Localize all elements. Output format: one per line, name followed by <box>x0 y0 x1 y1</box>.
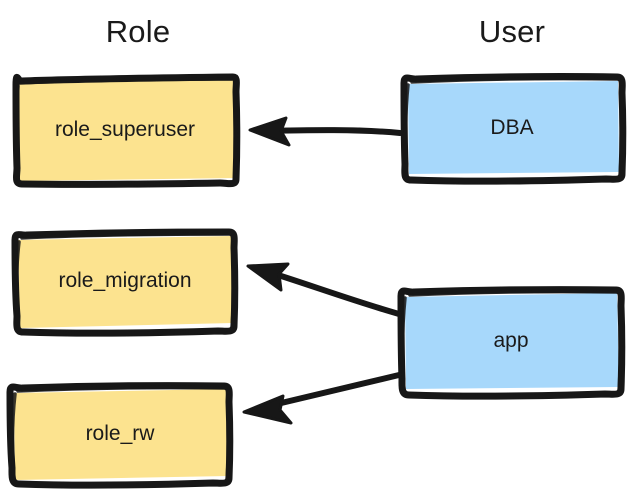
node-label-role-rw: role_rw <box>85 422 155 445</box>
node-role-superuser[interactable] <box>12 73 241 188</box>
column-header-user: User <box>478 14 546 49</box>
column-header-role: Role <box>105 14 171 49</box>
edge-app-to-role-migration[interactable] <box>246 262 402 317</box>
node-label-role-superuser: role_superuser <box>54 118 196 141</box>
node-label-app: app <box>493 329 529 352</box>
edge-app-to-role-rw-arrowhead <box>242 394 293 425</box>
node-role-rw-outline-jitter <box>10 385 231 488</box>
node-role-migration-outline-jitter <box>14 232 236 336</box>
node-dba-fill <box>408 81 619 174</box>
node-app-outline-jitter <box>400 289 623 399</box>
edge-dba-to-role-superuser[interactable] <box>248 116 403 147</box>
node-app[interactable] <box>397 286 626 400</box>
node-role-migration[interactable] <box>11 228 239 337</box>
node-dba-outline <box>400 73 627 185</box>
node-role-rw[interactable] <box>6 382 234 489</box>
node-role-superuser-outline-jitter <box>14 77 238 187</box>
node-role-migration-fill <box>18 236 233 328</box>
edge-app-to-role-migration-arrowhead <box>246 262 290 292</box>
node-label-dba: DBA <box>490 116 534 139</box>
edge-app-to-role-rw[interactable] <box>242 372 402 425</box>
node-dba[interactable] <box>400 73 627 185</box>
node-label-role-migration: role_migration <box>58 269 192 292</box>
node-app-fill <box>405 293 619 389</box>
node-role-rw-fill <box>14 389 228 480</box>
node-role-superuser-fill <box>17 79 236 181</box>
node-dba-outline-jitter <box>403 76 624 184</box>
edge-dba-to-role-superuser-arrowhead <box>248 116 291 147</box>
